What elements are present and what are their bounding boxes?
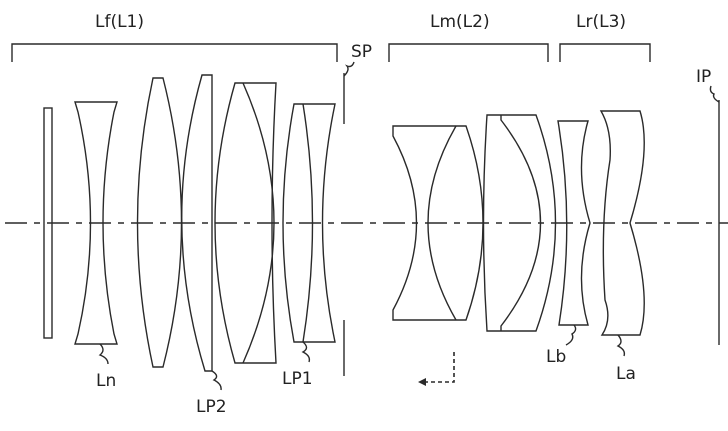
- lp2-leader: [211, 370, 222, 391]
- lb-leader: [565, 324, 577, 346]
- ip-leader: [709, 85, 720, 103]
- lens-lp1: [282, 103, 336, 343]
- label-ln: Ln: [96, 371, 116, 391]
- lens-ln: [74, 101, 118, 345]
- label-ip: IP: [696, 67, 711, 87]
- movement-arrow: [424, 352, 455, 383]
- group-label-rear: Lr(L3): [576, 12, 626, 32]
- cover-plate: [43, 107, 53, 339]
- group-bracket-front: [11, 43, 338, 62]
- group-label-front: Lf(L1): [95, 12, 144, 32]
- lens-middle-doublet-1: [392, 125, 484, 321]
- lens-doublet-front: [214, 82, 277, 364]
- lens-lb: [557, 120, 591, 326]
- group-bracket-rear: [559, 43, 651, 62]
- label-lp2: LP2: [196, 397, 227, 417]
- ln-leader: [98, 343, 109, 365]
- doublet-interface: [242, 82, 275, 364]
- middle-doublet-1-interface: [427, 125, 457, 321]
- lens-lp2: [181, 74, 213, 372]
- stop-leader: [343, 61, 355, 77]
- middle-doublet-2-interface: [500, 115, 542, 331]
- group-label-middle: Lm(L2): [430, 12, 490, 32]
- label-lp1: LP1: [282, 369, 313, 389]
- arrow-head-icon: [418, 378, 426, 386]
- lp1-leader: [301, 341, 311, 363]
- label-sp: SP: [351, 42, 372, 62]
- lens-middle-doublet-2: [482, 114, 557, 332]
- label-la: La: [616, 364, 636, 384]
- la-leader: [616, 334, 626, 357]
- lens-la: [599, 110, 645, 336]
- lp1-interface: [302, 103, 314, 343]
- lens-biconvex: [136, 77, 183, 368]
- group-bracket-middle: [388, 43, 549, 62]
- label-lb: Lb: [546, 347, 566, 367]
